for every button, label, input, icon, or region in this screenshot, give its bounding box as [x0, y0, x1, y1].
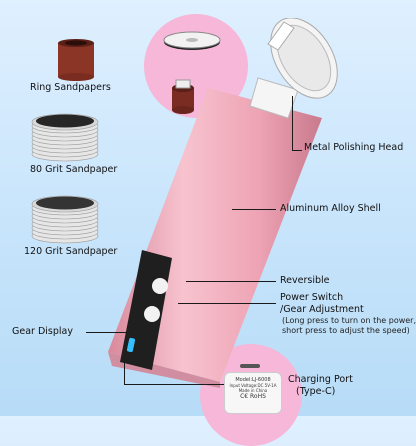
power-switch-label-2: /Gear Adjustment — [280, 304, 364, 315]
gear-display-label: Gear Display — [12, 326, 73, 337]
port-made: Made in China — [238, 388, 268, 393]
grit-120-label: 120 Grit Sandpaper — [24, 246, 118, 257]
power-switch-label-1: Power Switch — [280, 292, 344, 303]
metal-head-callout-vline — [292, 96, 293, 150]
shell-label: Aluminum Alloy Shell — [280, 203, 381, 214]
ring-sandpaper-icon — [58, 39, 94, 81]
ring-sandpapers-label: Ring Sandpapers — [30, 82, 111, 93]
power-callout-line — [178, 303, 276, 304]
charging-port-label-card: Model:LJ-6008 Input Voltage:DC 5V-1A Mad… — [224, 372, 282, 414]
shell-callout-line — [232, 209, 276, 210]
power-note-1: (Long press to turn on the power, — [282, 316, 416, 325]
nail-drill-device — [108, 18, 338, 388]
reversible-callout-line — [186, 281, 276, 282]
charging-port-label: Charging Port — [288, 374, 353, 385]
charging-callout-hline — [124, 384, 224, 385]
gear-callout-line — [86, 332, 130, 333]
polishing-disc-zoom — [163, 31, 221, 114]
port-model: Model:LJ-6008 — [235, 377, 271, 383]
metal-head-label: Metal Polishing Head — [304, 142, 404, 153]
grit-80-stack-icon — [31, 113, 99, 162]
charging-callout-vline — [124, 362, 125, 384]
port-marks: C€ RoHS — [240, 393, 266, 400]
metal-head-callout-hline — [292, 150, 302, 151]
port-voltage: Input Voltage:DC 5V-1A — [229, 383, 277, 388]
type-c-port-icon — [240, 364, 260, 368]
power-note-2: short press to adjust the speed) — [282, 326, 410, 335]
charging-port-type-label: (Type-C) — [296, 386, 336, 397]
grit-80-label: 80 Grit Sandpaper — [30, 164, 118, 175]
reversible-label: Reversible — [280, 275, 330, 286]
grit-120-stack-icon — [31, 195, 99, 244]
